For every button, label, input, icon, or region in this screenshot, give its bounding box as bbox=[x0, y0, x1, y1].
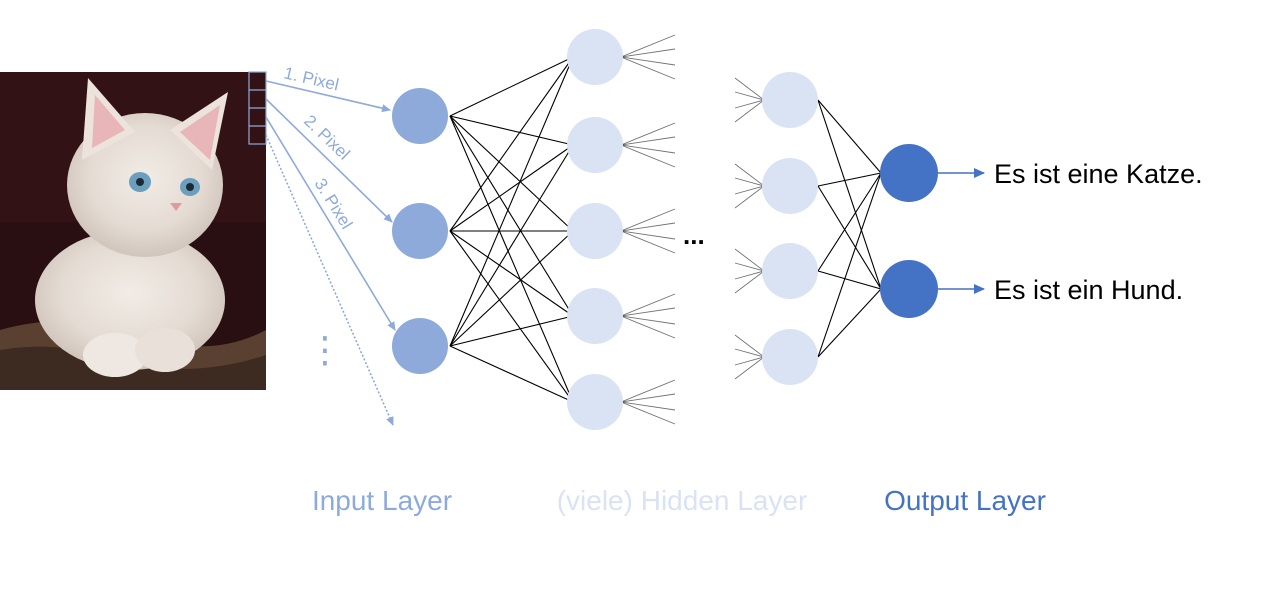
pixel-label-3: 3. Pixel bbox=[311, 175, 357, 232]
connection-edge bbox=[449, 56, 574, 232]
pixel-arrow-3 bbox=[265, 116, 396, 331]
output-text-dog: Es ist ein Hund. bbox=[994, 275, 1183, 305]
connection-stub bbox=[620, 401, 676, 411]
pixel-label-2: 2. Pixel bbox=[300, 111, 353, 163]
connection-edge bbox=[817, 270, 882, 290]
hidden-node bbox=[762, 329, 818, 385]
connection-edge bbox=[449, 144, 574, 347]
pixel-arrows bbox=[265, 80, 396, 426]
connection-edge bbox=[817, 185, 882, 290]
hidden-node bbox=[567, 117, 623, 173]
connection-edge bbox=[449, 115, 574, 403]
connection-stub bbox=[734, 99, 765, 109]
input-node bbox=[392, 203, 448, 259]
connection-stub bbox=[620, 56, 676, 66]
edges-input-hidden bbox=[449, 56, 574, 403]
connection-stub bbox=[620, 56, 676, 80]
connection-stub bbox=[734, 185, 765, 195]
hidden-node bbox=[567, 374, 623, 430]
connection-edge bbox=[449, 56, 574, 347]
connection-stub bbox=[620, 122, 676, 146]
input-node bbox=[392, 318, 448, 374]
connection-stub bbox=[734, 270, 765, 294]
connection-edge bbox=[449, 315, 574, 347]
connection-stub bbox=[734, 270, 765, 280]
connection-stub bbox=[734, 163, 765, 187]
connection-stub bbox=[734, 91, 765, 101]
pixel-arrow-more bbox=[265, 134, 394, 426]
connection-stub bbox=[734, 348, 765, 358]
hidden-node bbox=[567, 288, 623, 344]
pixel-label-1: 1. Pixel bbox=[282, 63, 341, 94]
connection-stub bbox=[620, 144, 676, 168]
hidden-node bbox=[762, 72, 818, 128]
output-layer-label: Output Layer bbox=[884, 485, 1046, 516]
connection-stub bbox=[734, 356, 765, 366]
output-node bbox=[880, 260, 938, 318]
edges-hidden2-in bbox=[734, 77, 765, 380]
connection-stub bbox=[620, 393, 676, 403]
connection-stub bbox=[734, 185, 765, 209]
hidden-node bbox=[567, 29, 623, 85]
edges-hidden1-out bbox=[620, 34, 676, 425]
connection-stub bbox=[620, 230, 676, 240]
connection-stub bbox=[620, 136, 676, 146]
connection-stub bbox=[734, 356, 765, 380]
hidden-layer-2-nodes bbox=[762, 72, 818, 385]
connection-stub bbox=[620, 307, 676, 317]
connection-stub bbox=[620, 315, 676, 339]
connection-stub bbox=[620, 144, 676, 154]
connection-edge bbox=[449, 115, 574, 232]
pixel-arrow-1 bbox=[265, 80, 391, 113]
connection-stub bbox=[734, 99, 765, 123]
output-text-cat: Es ist eine Katze. bbox=[994, 159, 1203, 189]
input-layer-label: Input Layer bbox=[312, 485, 452, 516]
input-layer-nodes bbox=[392, 88, 448, 374]
connection-edge bbox=[449, 230, 574, 403]
input-ellipsis: ⋮ bbox=[307, 330, 343, 371]
connection-edge bbox=[817, 288, 882, 358]
pixel-arrow-2 bbox=[265, 98, 393, 223]
connection-edge bbox=[817, 172, 882, 187]
connection-edge bbox=[449, 345, 574, 403]
connection-stub bbox=[620, 34, 676, 58]
connection-edge bbox=[449, 144, 574, 232]
connection-edge bbox=[817, 172, 882, 358]
hidden-layer-1-nodes bbox=[567, 29, 623, 430]
connection-stub bbox=[734, 248, 765, 272]
input-node bbox=[392, 88, 448, 144]
output-node bbox=[880, 144, 938, 202]
connection-stub bbox=[620, 222, 676, 232]
connection-stub bbox=[620, 379, 676, 403]
hidden-ellipsis: ... bbox=[683, 220, 705, 250]
connection-edge bbox=[449, 230, 574, 317]
connection-stub bbox=[734, 334, 765, 358]
output-layer-nodes bbox=[880, 144, 938, 318]
edges-hidden-output bbox=[817, 99, 882, 358]
connection-stub bbox=[620, 208, 676, 232]
hidden-node bbox=[762, 158, 818, 214]
connection-edge bbox=[817, 99, 882, 174]
connection-stub bbox=[620, 48, 676, 58]
connection-stub bbox=[734, 177, 765, 187]
connection-edge bbox=[449, 230, 574, 347]
connection-edge bbox=[817, 99, 882, 290]
connection-edge bbox=[817, 172, 882, 272]
hidden-node bbox=[762, 243, 818, 299]
hidden-layer-label: (viele) Hidden Layer bbox=[557, 485, 808, 516]
connection-stub bbox=[734, 262, 765, 272]
connection-edge bbox=[449, 115, 574, 146]
pixel-grid bbox=[248, 71, 267, 145]
connection-stub bbox=[620, 293, 676, 317]
connection-stub bbox=[620, 401, 676, 425]
connection-stub bbox=[620, 315, 676, 325]
connection-edge bbox=[449, 115, 574, 317]
hidden-node bbox=[567, 203, 623, 259]
connection-stub bbox=[620, 230, 676, 254]
connection-stub bbox=[734, 77, 765, 101]
kitten-image bbox=[0, 71, 267, 390]
connection-edge bbox=[449, 56, 574, 117]
